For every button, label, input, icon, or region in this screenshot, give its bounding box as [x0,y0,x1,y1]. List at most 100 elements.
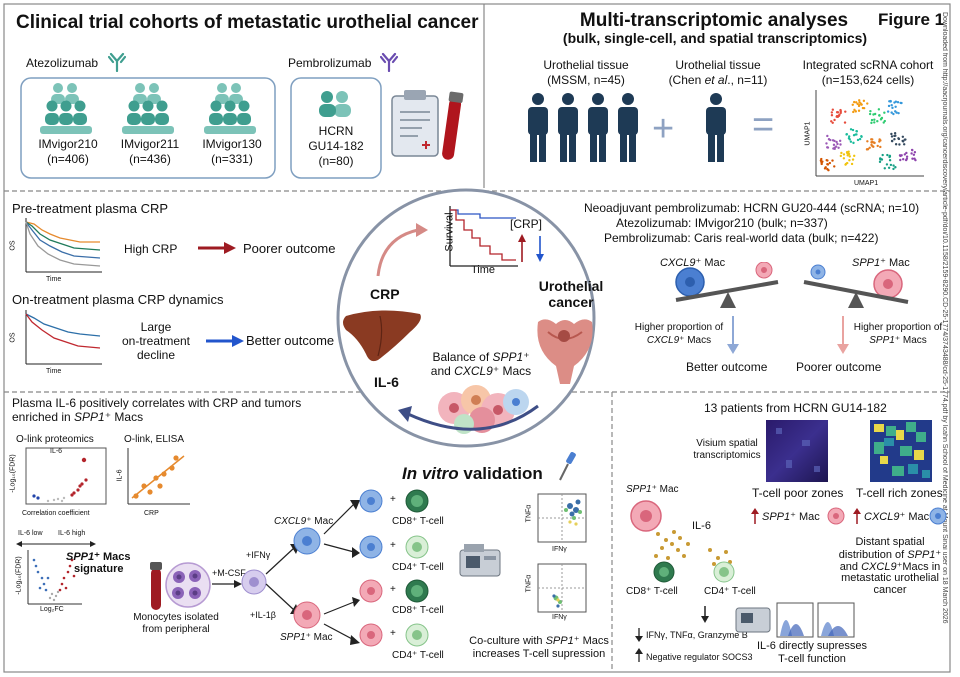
umap-point [820,157,823,161]
center-km-plot [449,206,518,267]
umap-point [831,108,835,111]
neoadj-line: Neoadjuvant pembrolizumab: HCRN GU20-444… [584,201,920,215]
umap-point [848,159,851,162]
umap-point [901,135,905,138]
coculture-label: Co-culture with SPP1⁺ Macs [469,635,609,647]
umap-y-label: UMAP1 [804,121,812,146]
cd4-cell [713,561,735,583]
umap-point [892,164,895,167]
umap-point [835,115,838,118]
volcano-correlation-plot [25,447,107,505]
umap-point [879,157,882,160]
umap-point [839,110,842,113]
rich-zones-label: T-cell rich zones [856,486,943,500]
atezo-label: Atezolizumab [26,56,99,70]
umap-point [899,101,902,105]
umap-point [862,99,866,103]
umap-point [858,99,861,102]
plus-label: + [390,540,396,551]
umap-point [844,163,847,166]
supress-label: IL-6 directly supresses [756,640,868,652]
flow-cytometer-icon [735,607,771,633]
mssm-label: Urothelial tissue [543,58,629,72]
umap-point [837,114,841,118]
spp1-mac-cell [359,579,383,603]
umap-point [852,110,855,114]
umap-point [866,102,869,105]
umap-point [894,134,897,137]
umap-point [850,162,854,166]
pre-crp-title: Pre-treatment plasma CRP [12,201,169,216]
ifng-axis-label: IFNγ [552,614,567,621]
urothelial-label: Urothelial [538,278,604,294]
log2fc-label: Log₂FC [40,606,64,613]
il6-crp-scatter [127,448,190,505]
on-crp-title: On-treatment plasma CRP dynamics [12,292,224,307]
umap-point [866,140,869,143]
flow-histograms [776,602,855,638]
umap-point [904,138,907,141]
umap-point [847,152,851,156]
umap-point [842,153,846,156]
umap-point [871,138,874,141]
better-outcome-label: Better outcome [246,333,335,348]
umap-point [866,147,870,151]
cohort-name: IMvigor130 [202,137,262,151]
arrow-up-icon [635,648,643,662]
signature-label-2: signature [74,563,124,575]
pembro-label: Pembrolizumab [288,56,372,70]
umap-point [869,109,872,113]
umap-point [913,151,917,154]
umap-point [881,153,884,157]
arrow-down-icon [837,316,849,354]
plus-label: + [390,494,396,505]
umap-point [872,113,875,116]
umap-point [870,141,873,144]
spatial-map-rich [870,420,932,482]
hcrn-n: (n=80) [318,154,354,168]
umap-point [902,143,906,146]
umap-point [833,118,836,122]
distant-label: and CXCL9⁺Macs in [839,561,941,573]
umap-point [853,108,856,112]
umap-point [902,140,905,143]
umap-point [831,121,834,124]
umap-point [885,163,889,166]
cohort-name: IMvigor211 [120,137,180,151]
patient-figure-icon [706,93,726,162]
flow-cytometer-icon [459,544,501,577]
umap-point [870,121,873,125]
cd8-cell [405,579,429,603]
umap-point [843,121,847,124]
umap-point [873,121,876,124]
arrow-up-icon [751,508,759,524]
balance-scales [675,262,909,308]
umap-point [905,155,909,158]
cd4-label: CD4⁺ T-cell [392,562,444,573]
umap-point [820,162,823,166]
umap-point [830,111,834,114]
il6-label: IL-6 [374,374,399,390]
umap-point [833,139,836,143]
olink-elisa-label: O-link, ELISA [124,434,185,445]
distant-label: metastatic urothelial [841,572,939,584]
volcano-plot [27,550,82,605]
umap-point [846,151,850,154]
umap-point [894,143,898,146]
umap-point [854,110,858,113]
cd4-label: CD4⁺ T-cell [704,586,756,597]
umap-point [876,144,879,148]
distant-label: cancer [873,584,907,596]
people-group-icon [122,83,174,134]
poorer-outcome-label: Poorer outcome [796,360,882,374]
umap-point [838,139,842,143]
umap-point [848,155,851,158]
umap-x-label: UMAP1 [854,180,879,187]
km-plot-on [25,310,102,365]
hcrn-name: HCRN [318,124,354,138]
umap-point [849,140,853,143]
umap-point [855,130,859,133]
umap-point [845,161,849,165]
spp1-mac-cell [293,601,321,629]
monocytes-dish-icon [165,562,211,608]
